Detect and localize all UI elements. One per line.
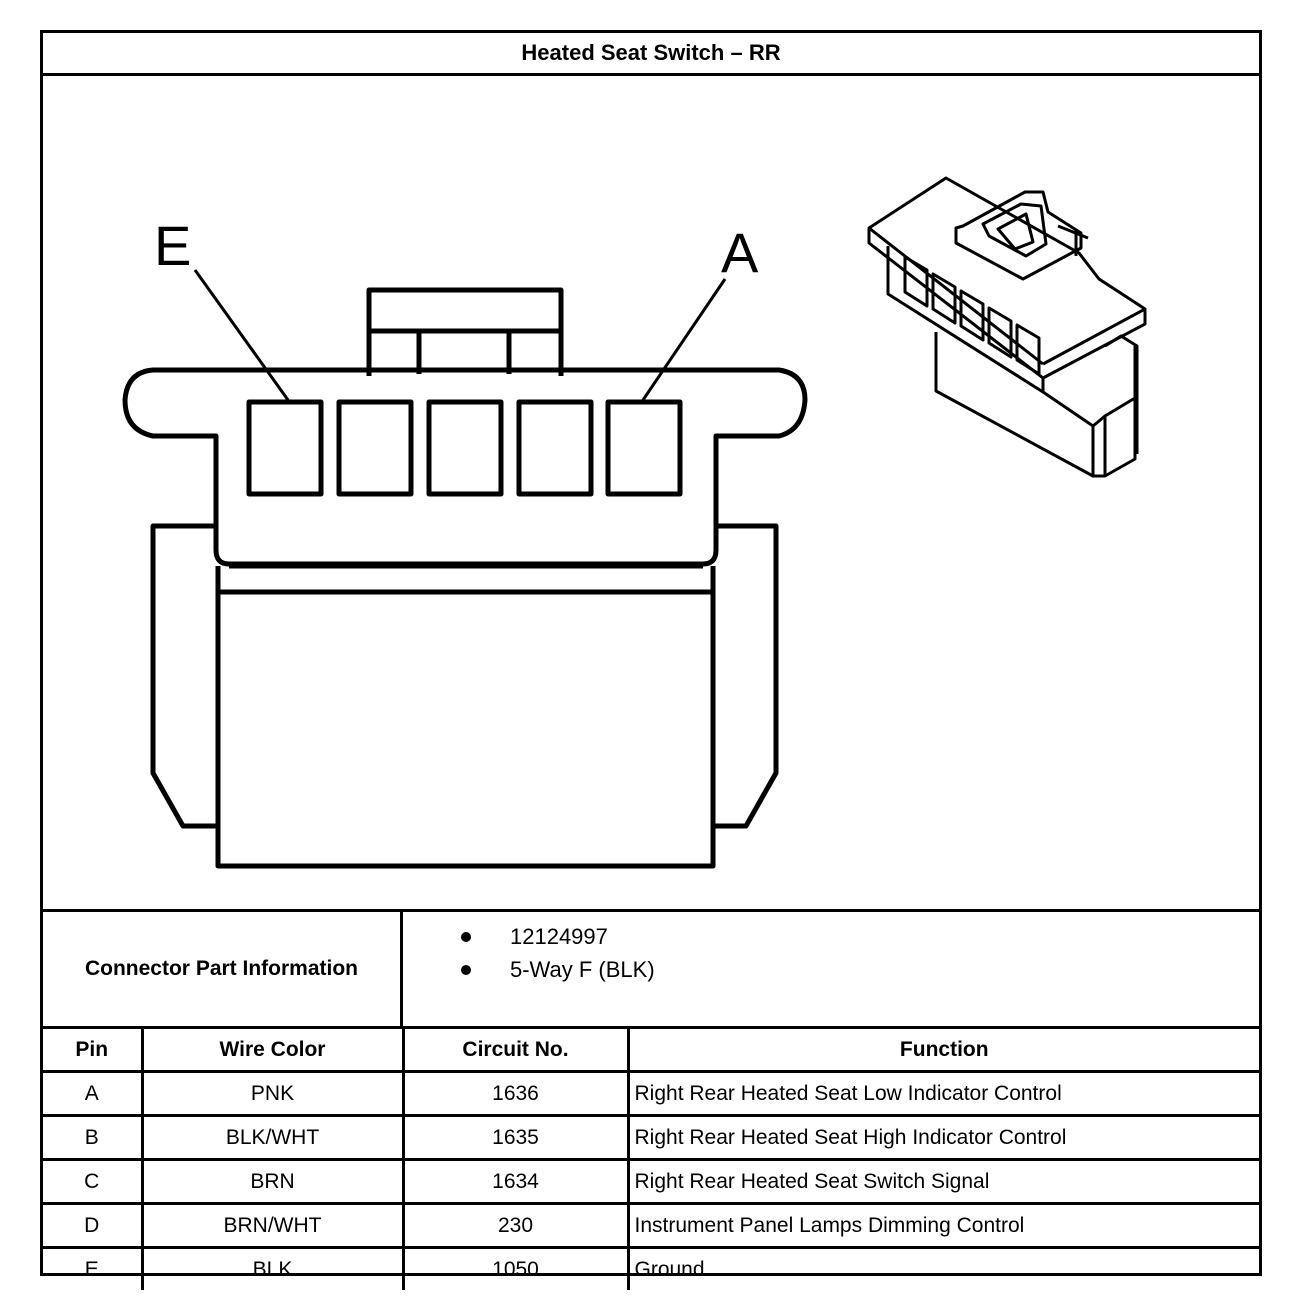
pin-cavity-c: [426, 399, 504, 497]
table-row: E BLK 1050 Ground: [43, 1246, 1259, 1290]
pin-label-a: A: [721, 221, 759, 284]
cell-function: Right Rear Heated Seat Low Indicator Con…: [626, 1070, 1259, 1117]
pin-table: Pin Wire Color Circuit No. Function A PN…: [43, 1026, 1259, 1290]
cell-pin: E: [43, 1246, 144, 1290]
leader-line-a: [641, 278, 727, 401]
cell-pin: A: [43, 1070, 144, 1117]
header-function: Function: [626, 1026, 1259, 1073]
cell-circuit-no: 1635: [401, 1114, 630, 1161]
cell-wire-color: BLK/WHT: [140, 1114, 405, 1161]
connector-body-upper: [122, 367, 808, 567]
cell-function: Right Rear Heated Seat Switch Signal: [626, 1158, 1259, 1205]
connector-info-list: 12124997 5-Way F (BLK): [403, 912, 1259, 1026]
connector-type: 5-Way F (BLK): [510, 957, 655, 982]
header-circuit-no: Circuit No.: [401, 1026, 630, 1073]
connector-isometric-view: [867, 176, 1147, 478]
cell-pin: B: [43, 1114, 144, 1161]
connector-drawing: E A: [122, 176, 1147, 869]
table-row: D BRN/WHT 230 Instrument Panel Lamps Dim…: [43, 1202, 1259, 1249]
connector-sheet: Heated Seat Switch – RR: [40, 30, 1262, 1290]
cell-wire-color: BRN: [140, 1158, 405, 1205]
pin-cavity-b: [516, 399, 594, 497]
cell-circuit-no: 230: [401, 1202, 630, 1249]
pin-cavity-d: [336, 399, 414, 497]
page-title: Heated Seat Switch – RR: [43, 33, 1259, 76]
pin-label-e: E: [154, 214, 191, 277]
connector-figure: E A: [43, 76, 1259, 909]
cell-function: Instrument Panel Lamps Dimming Control: [626, 1202, 1259, 1249]
cell-wire-color: BRN/WHT: [140, 1202, 405, 1249]
connector-info-label: Connector Part Information: [43, 912, 403, 1026]
table-header-row: Pin Wire Color Circuit No. Function: [43, 1026, 1259, 1073]
connector-body-lower: [215, 566, 716, 869]
bullet-icon: [461, 932, 471, 942]
cell-function: Right Rear Heated Seat High Indicator Co…: [626, 1114, 1259, 1161]
connector-right-wing: [713, 523, 779, 829]
connector-left-wing: [150, 523, 218, 829]
pin-cavity-a: [605, 399, 683, 497]
bullet-icon: [461, 965, 471, 975]
leader-line-e: [193, 269, 290, 401]
header-pin: Pin: [43, 1026, 144, 1073]
cell-circuit-no: 1636: [401, 1070, 630, 1117]
cell-circuit-no: 1634: [401, 1158, 630, 1205]
pin-cavity-e: [246, 399, 324, 497]
table-row: A PNK 1636 Right Rear Heated Seat Low In…: [43, 1070, 1259, 1117]
cell-pin: C: [43, 1158, 144, 1205]
table-row: B BLK/WHT 1635 Right Rear Heated Seat Hi…: [43, 1114, 1259, 1161]
connector-part-information: Connector Part Information 12124997 5-Wa…: [43, 909, 1259, 1026]
header-wire-color: Wire Color: [140, 1026, 405, 1073]
cell-circuit-no: 1050: [401, 1246, 630, 1290]
cell-wire-color: BLK: [140, 1246, 405, 1290]
cell-pin: D: [43, 1202, 144, 1249]
part-number: 12124997: [510, 924, 608, 949]
cell-function: Ground: [626, 1246, 1259, 1290]
cell-wire-color: PNK: [140, 1070, 405, 1117]
table-row: C BRN 1634 Right Rear Heated Seat Switch…: [43, 1158, 1259, 1205]
